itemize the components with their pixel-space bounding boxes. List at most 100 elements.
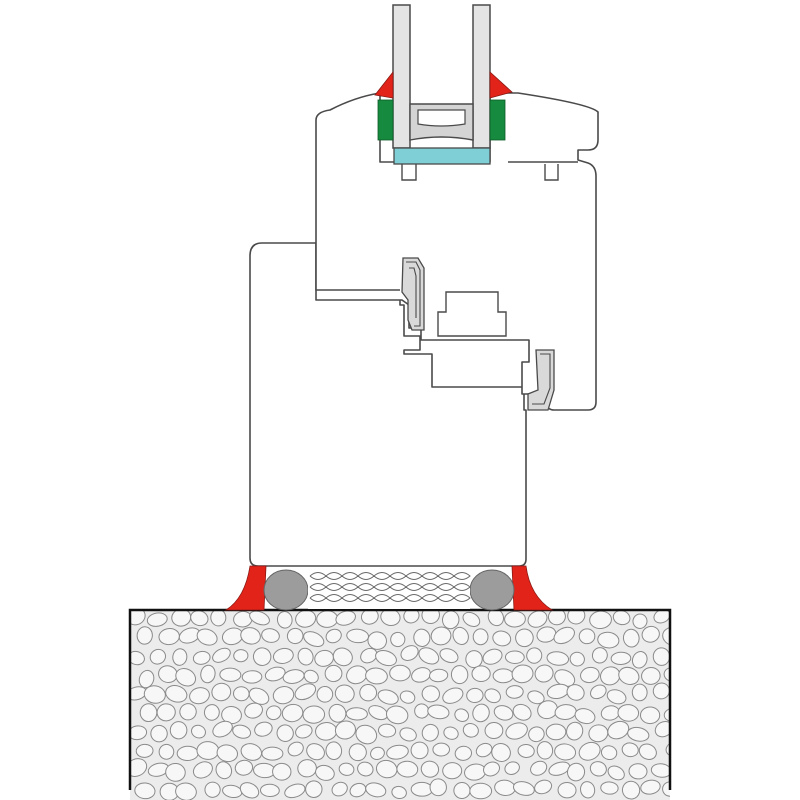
masonry-stone [536,741,554,760]
masonry-stone [249,610,270,626]
masonry-stone [331,781,348,797]
glass-pane-outer [392,4,411,149]
masonry-stone [156,703,176,722]
masonry-stone [399,727,417,742]
masonry-stone [192,761,213,779]
masonry-stone [297,759,317,778]
masonry-stone [607,765,625,781]
masonry-stone [297,647,314,666]
masonry-border [128,608,672,790]
masonry-stone [505,685,524,699]
masonry-stone [233,649,249,663]
masonry-stone [631,651,648,669]
masonry-stone [465,650,483,669]
masonry-stone [365,667,388,685]
masonry-stone [281,703,304,723]
sealing-tape-outer [224,565,267,611]
masonry-stone [165,685,188,703]
masonry-stone [606,689,627,705]
masonry-stone [176,745,199,761]
masonry-stone [136,626,153,645]
masonry-stone [618,666,640,685]
masonry-stone [600,745,618,761]
masonry-stone [165,762,186,782]
masonry-stone [240,743,263,761]
masonry-stone [338,762,355,776]
masonry-stone [631,683,648,702]
masonry-stone [189,687,210,705]
rebate-seal-lower [527,349,555,411]
masonry-stone [264,666,286,682]
masonry-stone [442,762,463,780]
masonry-stone [545,723,567,741]
sealing-tape-inner [511,565,554,611]
masonry-stone [324,664,343,683]
masonry-stone [234,759,254,776]
masonry-stone [259,783,280,798]
masonry-stone [454,745,473,761]
masonry-stone [261,628,280,643]
masonry-stone [179,703,197,721]
masonry-stone [360,647,378,664]
masonry-stone [484,722,504,740]
masonry-stone [418,647,440,665]
masonry-stone [210,610,227,627]
masonry-stone [239,782,260,799]
masonry-stone [607,720,630,740]
masonry-stone [450,665,469,685]
masonry-stone [420,760,440,778]
masonry-stone [204,781,221,798]
masonry-stone [345,707,368,721]
masonry-stone [505,722,528,740]
masonry-stone [589,761,607,777]
masonry-stone [272,762,292,781]
masonry-stone [240,627,261,645]
masonry-stone [305,780,323,798]
masonry-stone [130,650,145,666]
masonry-stone [462,723,479,738]
masonry-stone [411,667,431,683]
masonry-stone [377,689,399,705]
masonry-stone [391,785,407,800]
masonry-stone [403,610,420,624]
masonry-stone [628,763,648,780]
masonry-stone [302,705,326,724]
masonry-stone [492,668,514,684]
masonry-stone [272,647,294,664]
masonry-stone [472,703,490,723]
masonry-stone [287,741,304,757]
masonry-stone [632,613,648,629]
masonry-stone [233,686,250,702]
masonry-stone [580,781,596,799]
masonry-stone [553,626,575,645]
foam-cells [309,572,471,602]
masonry-stone [515,628,534,648]
masonry-stone [272,686,295,705]
masonry-stone [410,741,429,760]
masonry-stone [399,690,416,704]
masonry-stone [548,761,571,776]
masonry-stone [638,743,657,760]
backer-rod-outer [263,569,309,611]
masonry-stone [192,650,211,665]
glazing-bead-outer [377,99,394,141]
masonry-stone [334,684,355,703]
masonry-stone [504,610,526,628]
masonry-stone [640,779,661,795]
masonry-stone [359,684,378,702]
masonry-stone [530,760,548,776]
masonry-stone [663,667,670,682]
masonry-stone [334,720,356,740]
masonry-stone [316,610,339,628]
masonry-stone [429,668,449,683]
masonry-stone [315,764,335,781]
double-glazing [374,4,513,165]
masonry-stone [665,741,670,757]
masonry-stone [492,630,512,647]
masonry-stone [536,626,557,643]
masonry-stone [325,628,342,644]
rebate-seal-upper [401,257,425,331]
masonry-stone [627,726,650,742]
masonry-stone [316,686,334,703]
masonry-stone [569,651,585,667]
